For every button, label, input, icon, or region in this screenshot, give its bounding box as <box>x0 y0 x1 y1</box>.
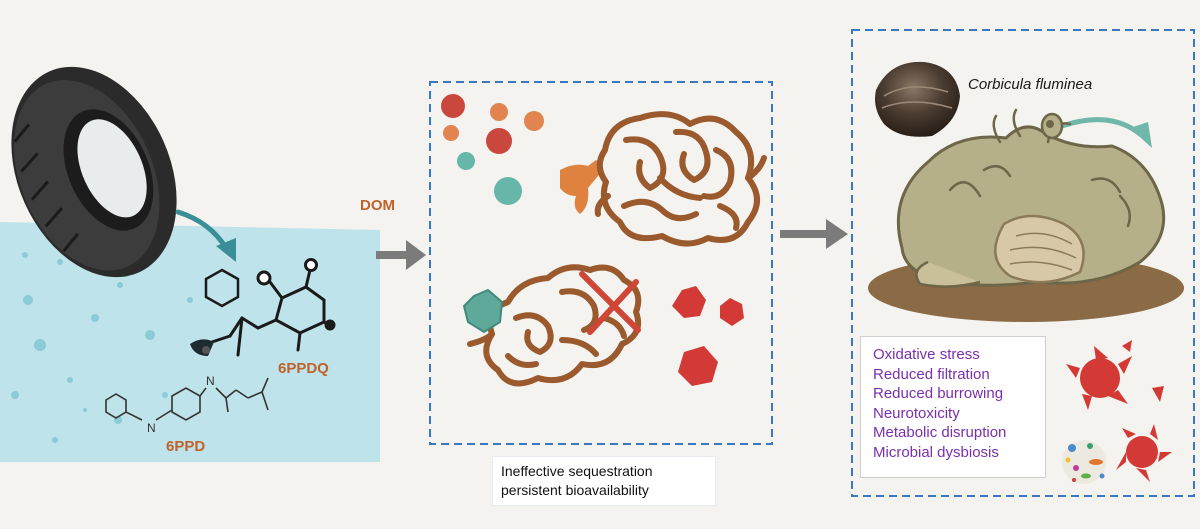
tire-to-water-arrowhead <box>216 238 236 262</box>
effect-item: Microbial dysbiosis <box>873 443 999 461</box>
dom-interaction-box <box>429 81 773 445</box>
6ppd-label: 6PPD <box>166 438 206 455</box>
free-molecules <box>462 286 744 386</box>
toxic-effects-list: Oxidative stress Reduced filtration Redu… <box>860 336 1046 478</box>
6ppd-structure <box>105 377 269 421</box>
effect-item: Oxidative stress <box>873 346 980 363</box>
clam-illustration <box>868 108 1184 322</box>
tire-icon <box>11 66 177 278</box>
water-bubbles <box>11 252 193 443</box>
orange-ligand <box>560 160 601 214</box>
teal-curved-arrow <box>1059 117 1143 137</box>
6ppdq-structure <box>210 268 332 357</box>
effect-item: Metabolic disruption <box>873 424 1007 441</box>
6ppd-nh-1: N <box>147 421 156 435</box>
6ppd-nh-2: N <box>206 374 215 388</box>
teal-curved-arrowhead <box>1130 122 1152 148</box>
organism-effects-box <box>851 29 1195 497</box>
arrow-to-dom-box <box>376 240 426 270</box>
caption-line: persistent bioavailability <box>501 482 649 498</box>
clam-photo <box>875 61 960 137</box>
cyclohexane-structure <box>204 268 240 308</box>
caption-line: Ineffective sequestration <box>501 463 653 479</box>
dissolved-molecules <box>441 94 544 205</box>
microbe-cluster-icon <box>1062 440 1106 484</box>
effect-item: Reduced filtration <box>873 365 990 383</box>
toxic-particle-fragment <box>1152 386 1164 402</box>
toxic-particle-small <box>1116 424 1172 482</box>
arrow-to-clam-box <box>780 219 848 249</box>
effect-item: Neurotoxicity <box>873 404 960 422</box>
water-body <box>0 222 380 462</box>
dom-aggregate-top <box>594 111 767 247</box>
effect-item: Reduced burrowing <box>873 385 1004 402</box>
species-label: Corbicula fluminea <box>968 76 1093 93</box>
block-cross-icon <box>579 271 641 335</box>
sequestration-caption: Ineffective sequestration persistent bio… <box>492 456 716 506</box>
dom-label: DOM <box>360 197 395 214</box>
toxic-particle-large <box>1066 340 1132 410</box>
6ppdq-label: 6PPDQ <box>278 360 329 377</box>
6ppdq-atoms <box>256 258 336 331</box>
